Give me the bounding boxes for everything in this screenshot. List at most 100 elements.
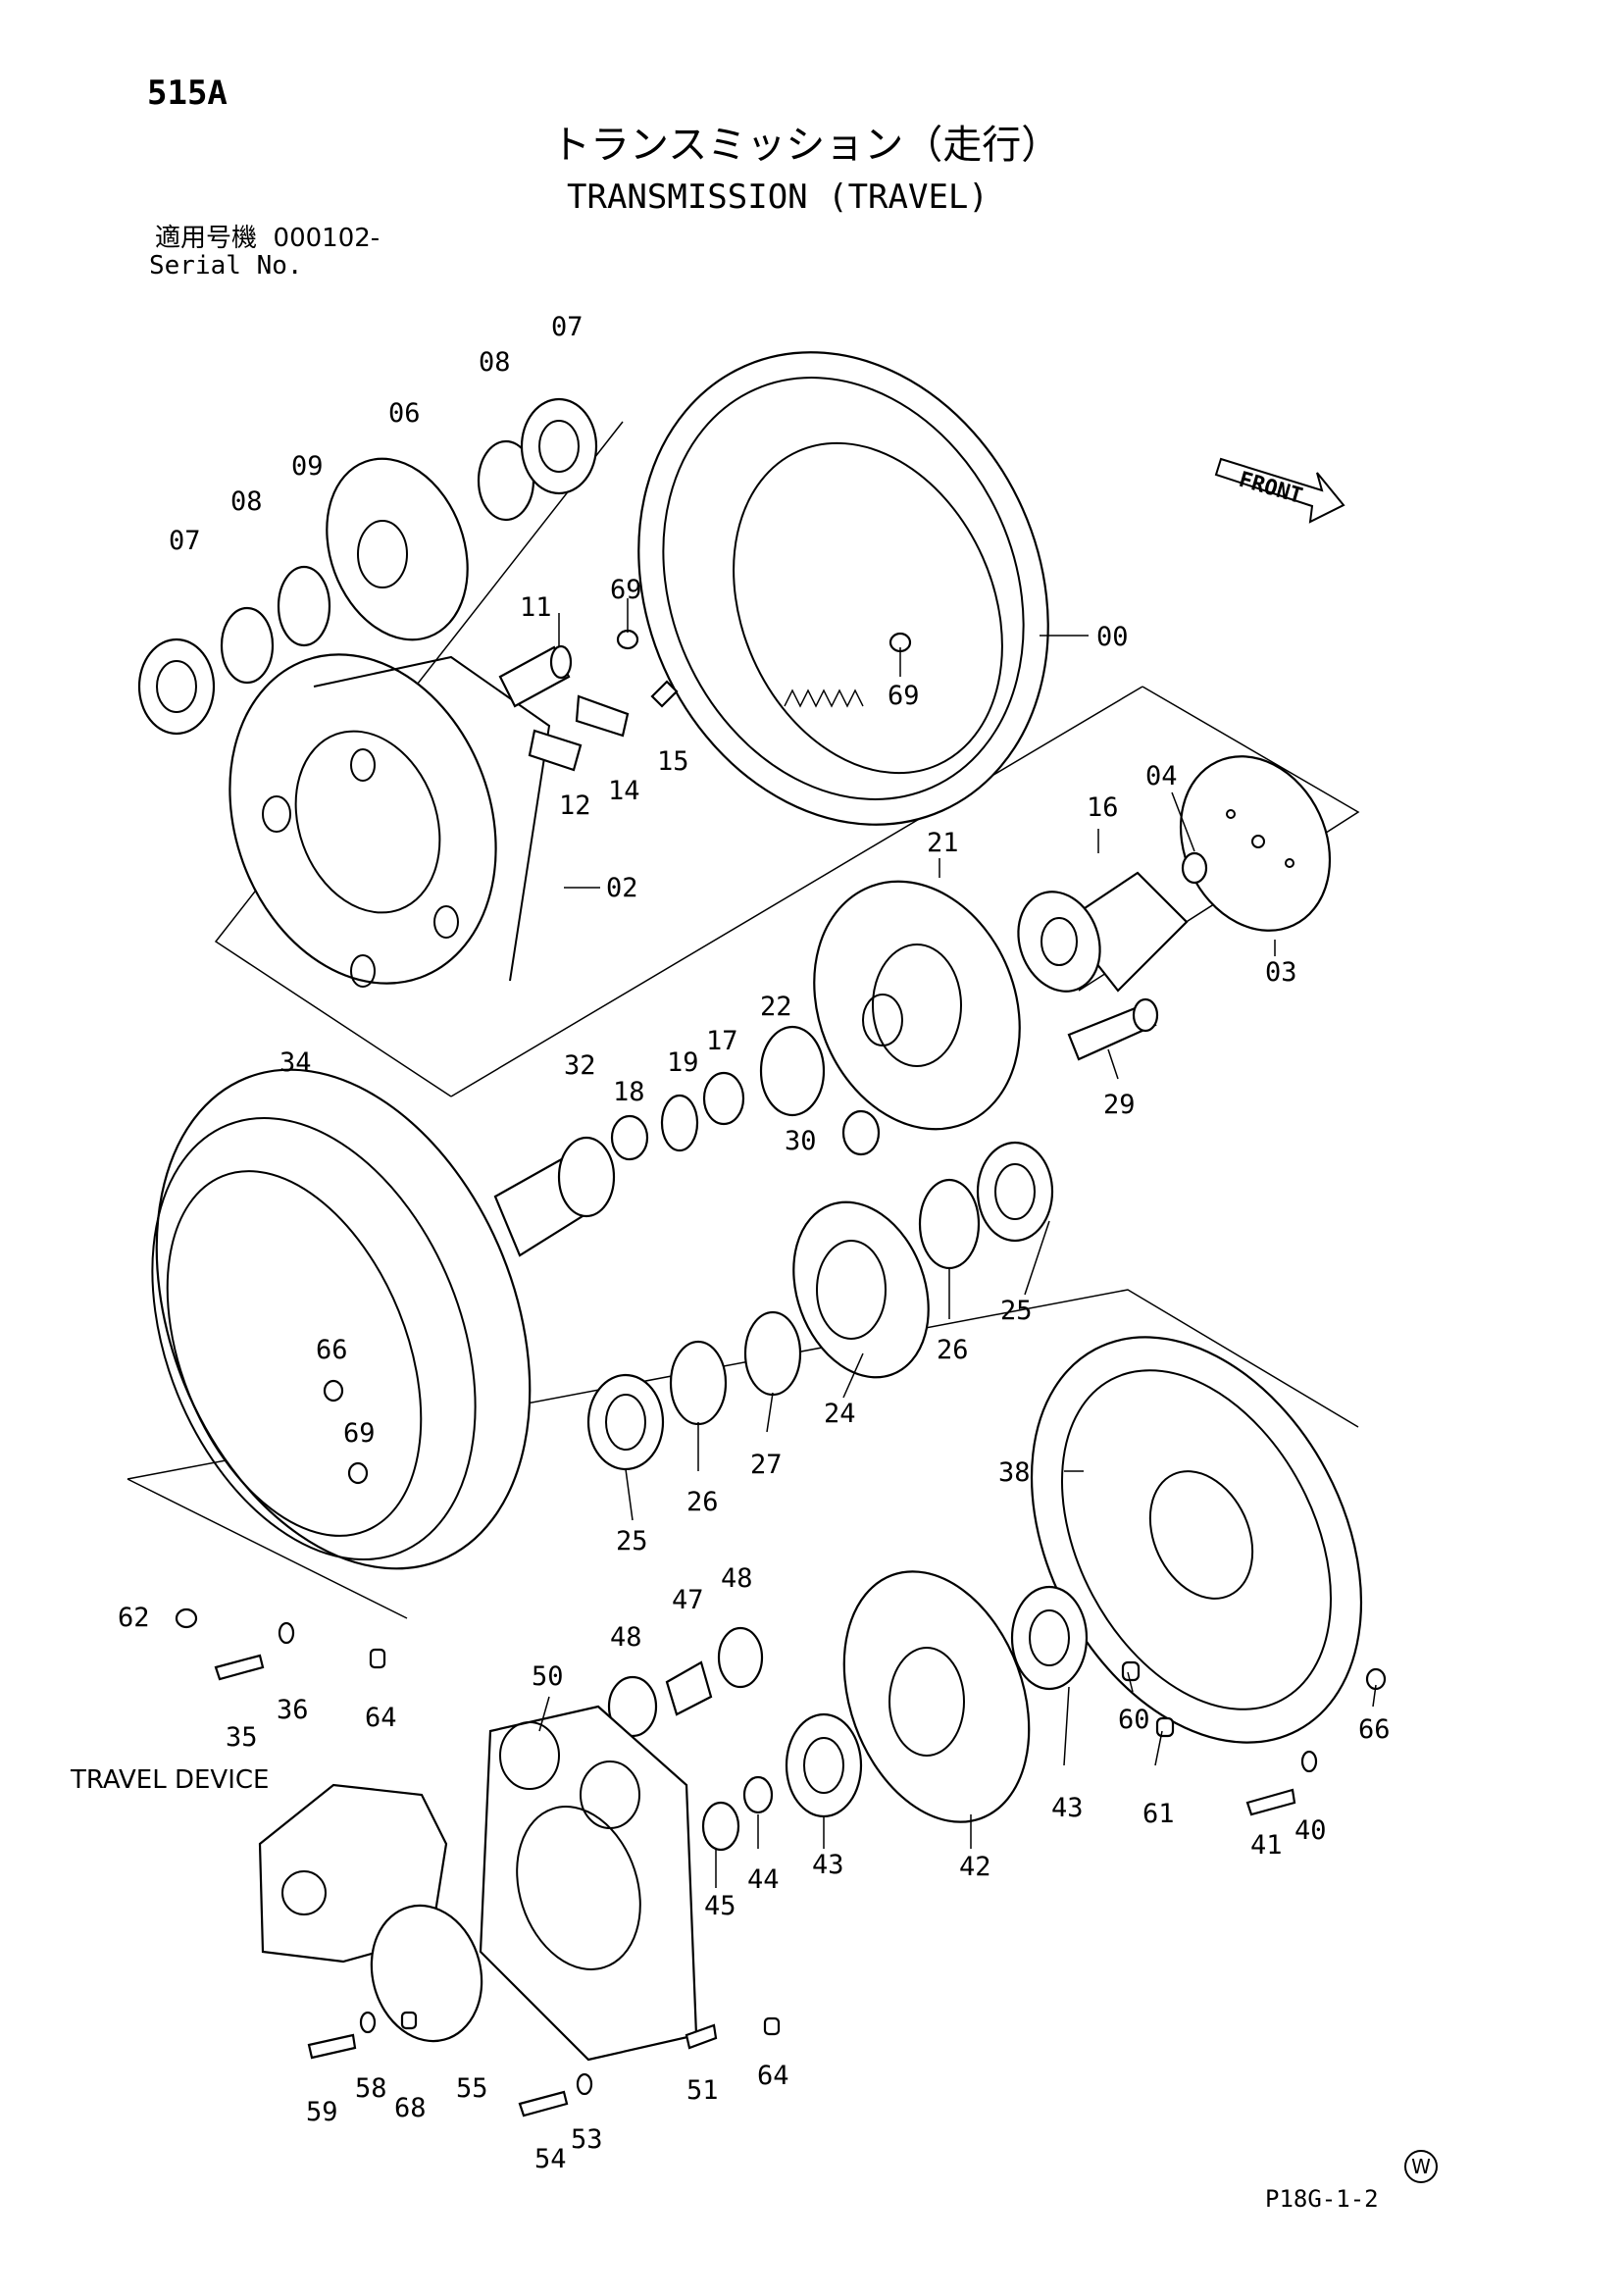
part-07-bearing-left	[137, 638, 216, 736]
callout-62: 62	[118, 1603, 150, 1633]
callout-24: 24	[824, 1399, 856, 1429]
page-code: 515A	[147, 74, 228, 113]
part-54-bolt	[518, 2090, 569, 2117]
callout-66-right: 66	[1358, 1714, 1391, 1745]
callout-69-top-left: 69	[610, 575, 642, 605]
callout-50: 50	[532, 1661, 564, 1692]
callout-22: 22	[760, 992, 792, 1022]
callout-15: 15	[657, 746, 689, 777]
part-02-carrier	[228, 653, 551, 988]
part-callout-labels: 00 02 03 04 06 07 07 08 08 09 11 12 14 1…	[118, 312, 1391, 2174]
callout-68: 68	[394, 2093, 427, 2123]
part-14-lock-plate	[575, 694, 630, 738]
part-35-bolt	[214, 1654, 265, 1681]
part-24-gear	[792, 1200, 930, 1379]
callout-25-right: 25	[1000, 1296, 1033, 1326]
callout-07-right: 07	[551, 312, 584, 342]
part-08-ring-left	[220, 606, 275, 685]
travel-device-group	[258, 1705, 698, 2062]
part-06-planet-gear	[326, 457, 469, 641]
front-arrow-icon: FRONT	[1214, 457, 1345, 524]
part-68-plug	[400, 2011, 418, 2030]
callout-51: 51	[686, 2075, 719, 2106]
part-58-washer	[359, 2011, 377, 2034]
part-29-shaft	[1067, 997, 1159, 1061]
serial-label-english: Serial No.	[149, 251, 303, 281]
sheet-code: P18G-1-2	[1265, 2185, 1379, 2213]
part-30-snap-ring	[841, 1109, 881, 1156]
callout-59: 59	[306, 2097, 338, 2127]
callout-43-left: 43	[812, 1850, 844, 1880]
travel-device-label: TRAVEL DEVICE	[71, 1765, 270, 1795]
part-50-flange	[479, 1705, 698, 2062]
part-22-snap-ring	[759, 1025, 826, 1117]
part-25-bearing-left	[586, 1373, 665, 1471]
part-25-bearing-right	[976, 1141, 1054, 1243]
callout-64-right: 64	[757, 2061, 789, 2091]
callout-44: 44	[747, 1864, 780, 1895]
callout-02: 02	[606, 873, 638, 903]
callout-11: 11	[520, 592, 552, 623]
callout-64-left: 64	[365, 1703, 397, 1733]
callout-26-right: 26	[937, 1335, 969, 1365]
callout-43-right: 43	[1051, 1793, 1084, 1823]
callout-55: 55	[456, 2073, 488, 2104]
part-26-ring-right	[918, 1178, 981, 1270]
callout-17: 17	[706, 1026, 738, 1056]
part-17-bearing	[702, 1071, 745, 1126]
callout-34: 34	[279, 1047, 312, 1078]
callout-53: 53	[571, 2124, 603, 2155]
lower-gear-group	[607, 1570, 1089, 1852]
part-53-washer	[576, 2072, 593, 2096]
callout-35: 35	[226, 1722, 258, 1753]
part-40-washer	[1300, 1750, 1318, 1773]
callout-08-left: 08	[230, 486, 263, 517]
part-45-snap-ring	[701, 1801, 740, 1852]
callout-36: 36	[277, 1695, 309, 1725]
part-15-bolt	[650, 680, 679, 708]
callout-21: 21	[927, 828, 959, 858]
part-64-plug-b	[763, 2016, 781, 2036]
part-60-plug	[1121, 1660, 1141, 1682]
part-34-housing	[151, 1068, 532, 1570]
callout-60: 60	[1118, 1705, 1150, 1735]
callout-38: 38	[998, 1457, 1031, 1488]
fastener-group	[175, 1607, 1387, 2117]
callout-09: 09	[291, 451, 324, 482]
callout-32: 32	[564, 1050, 596, 1081]
part-21-carrier	[813, 880, 1021, 1131]
callout-41: 41	[1250, 1830, 1283, 1861]
part-55-cover	[370, 1904, 483, 2043]
gear-ring-group	[586, 1141, 1054, 1471]
callout-19: 19	[667, 1047, 699, 1078]
callout-30: 30	[785, 1126, 817, 1156]
part-41-bolt	[1245, 1788, 1296, 1816]
callout-07-left: 07	[169, 526, 201, 556]
part-27-snap-ring	[743, 1310, 802, 1397]
callout-69-housing: 69	[343, 1418, 376, 1449]
leader-lines	[538, 598, 1377, 1888]
pin-lock-group	[498, 644, 679, 772]
callout-14: 14	[608, 776, 640, 806]
callout-00: 00	[1096, 622, 1129, 652]
callout-06: 06	[388, 398, 421, 429]
middle-shaft-group	[493, 1025, 881, 1257]
serial-label-jp-text: 適用号機	[155, 224, 258, 253]
part-61-plug	[1155, 1716, 1175, 1738]
part-04-nut	[1181, 851, 1208, 885]
part-51-pin	[685, 2023, 718, 2050]
callout-03: 03	[1265, 957, 1297, 988]
bearing-group-top	[137, 397, 598, 736]
part-64-plug-a	[369, 1648, 386, 1669]
w-mark-icon: W	[1404, 2150, 1438, 2183]
serial-label-japanese: 適用号機 000102-	[155, 226, 380, 251]
part-69-pin-a	[616, 629, 639, 650]
callout-27: 27	[750, 1450, 783, 1480]
part-43-bearing-right	[1010, 1585, 1089, 1691]
part-43-bearing-left	[785, 1712, 863, 1818]
part-26-ring-left	[669, 1340, 728, 1426]
part-36-washer	[278, 1621, 295, 1645]
callout-48-left: 48	[610, 1622, 642, 1653]
callout-18: 18	[613, 1077, 645, 1107]
